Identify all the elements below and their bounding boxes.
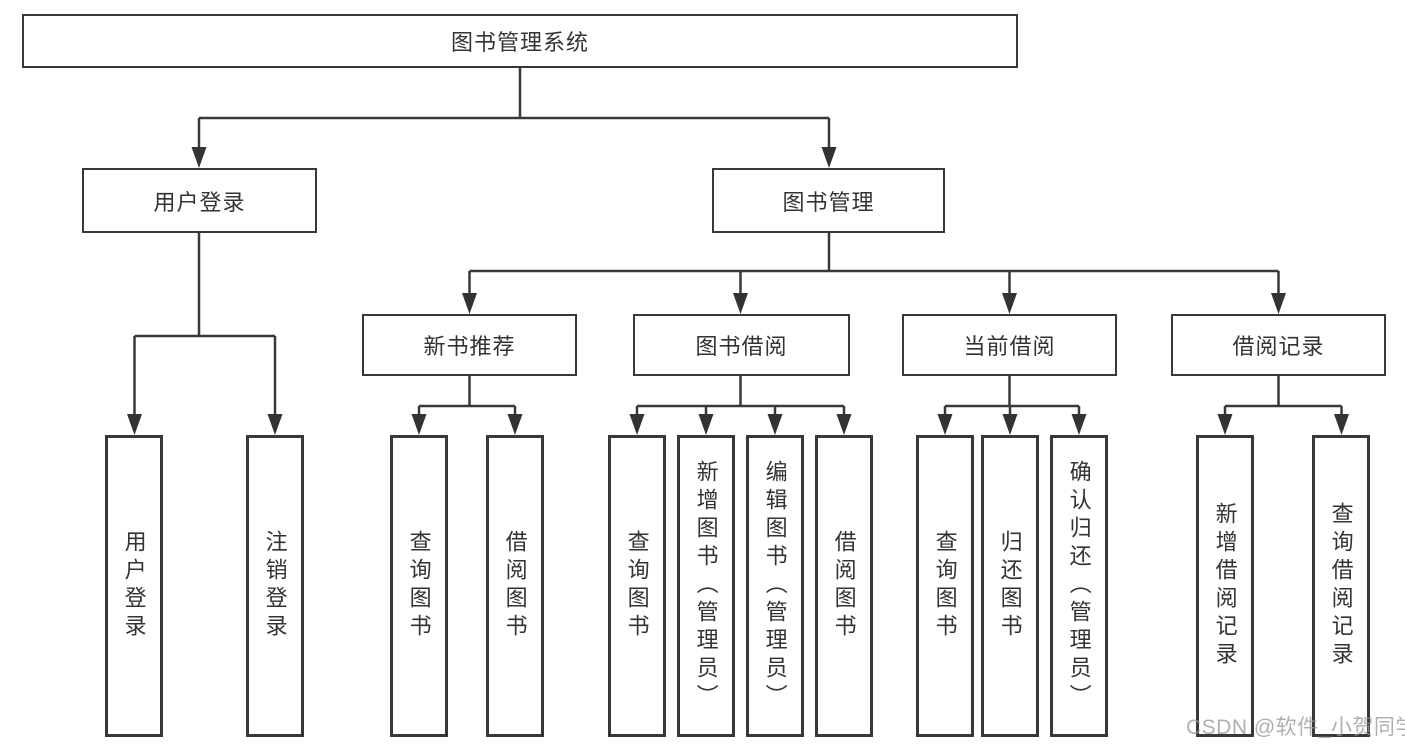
leaf-query-borrow-record: 查询借阅记录: [1312, 435, 1370, 737]
leaf-confirm-return-admin-label: 确认归还（管理员）: [1066, 460, 1092, 712]
leaf-borrow-query-book-label: 查询图书: [624, 530, 650, 642]
leaf-add-borrow-record-label: 新增借阅记录: [1212, 502, 1238, 670]
leaf-add-borrow-record: 新增借阅记录: [1196, 435, 1254, 737]
leaf-recommend-borrow-book-label: 借阅图书: [502, 530, 528, 642]
leaf-borrow-borrow-book: 借阅图书: [815, 435, 873, 737]
node-book-management: 图书管理: [712, 168, 945, 233]
leaf-edit-book-admin: 编辑图书（管理员）: [746, 435, 804, 737]
leaf-confirm-return-admin: 确认归还（管理员）: [1050, 435, 1108, 737]
node-borrow-records: 借阅记录: [1171, 314, 1386, 376]
leaf-user-login: 用户登录: [105, 435, 163, 737]
arrowhead-icons: [127, 147, 1349, 435]
node-current-borrow-label: 当前借阅: [963, 334, 1056, 359]
leaf-logout: 注销登录: [246, 435, 304, 737]
node-new-book-recommend-label: 新书推荐: [423, 334, 516, 359]
leaf-current-query-book-label: 查询图书: [932, 530, 958, 642]
leaf-current-query-book: 查询图书: [916, 435, 974, 737]
leaf-recommend-query-book: 查询图书: [390, 435, 448, 737]
leaf-borrow-borrow-book-label: 借阅图书: [831, 530, 857, 642]
node-book-management-label: 图书管理: [782, 189, 875, 215]
leaf-edit-book-admin-label: 编辑图书（管理员）: [762, 460, 788, 712]
node-root-label: 图书管理系统: [450, 30, 589, 55]
leaf-recommend-borrow-book: 借阅图书: [486, 435, 544, 737]
node-root: 图书管理系统: [22, 14, 1018, 68]
leaf-return-book-label: 归还图书: [997, 530, 1023, 642]
node-new-book-recommend: 新书推荐: [362, 314, 577, 376]
watermark: CSDN @软件_小贺同学: [1186, 711, 1405, 741]
leaf-user-login-label: 用户登录: [121, 530, 147, 642]
watermark-text: CSDN @软件_小贺同学: [1186, 716, 1405, 739]
leaf-return-book: 归还图书: [981, 435, 1039, 737]
leaf-borrow-query-book: 查询图书: [608, 435, 666, 737]
node-borrow-records-label: 借阅记录: [1232, 334, 1325, 359]
leaf-recommend-query-book-label: 查询图书: [406, 530, 432, 642]
node-current-borrow: 当前借阅: [902, 314, 1117, 376]
node-book-borrow-label: 图书借阅: [695, 334, 788, 359]
leaf-query-borrow-record-label: 查询借阅记录: [1328, 502, 1354, 670]
node-user-login-label: 用户登录: [153, 189, 246, 215]
node-book-borrow: 图书借阅: [633, 314, 850, 376]
leaf-add-book-admin-label: 新增图书（管理员）: [693, 460, 719, 712]
leaf-add-book-admin: 新增图书（管理员）: [677, 435, 735, 737]
node-user-login: 用户登录: [82, 168, 317, 233]
leaf-logout-label: 注销登录: [262, 530, 288, 642]
